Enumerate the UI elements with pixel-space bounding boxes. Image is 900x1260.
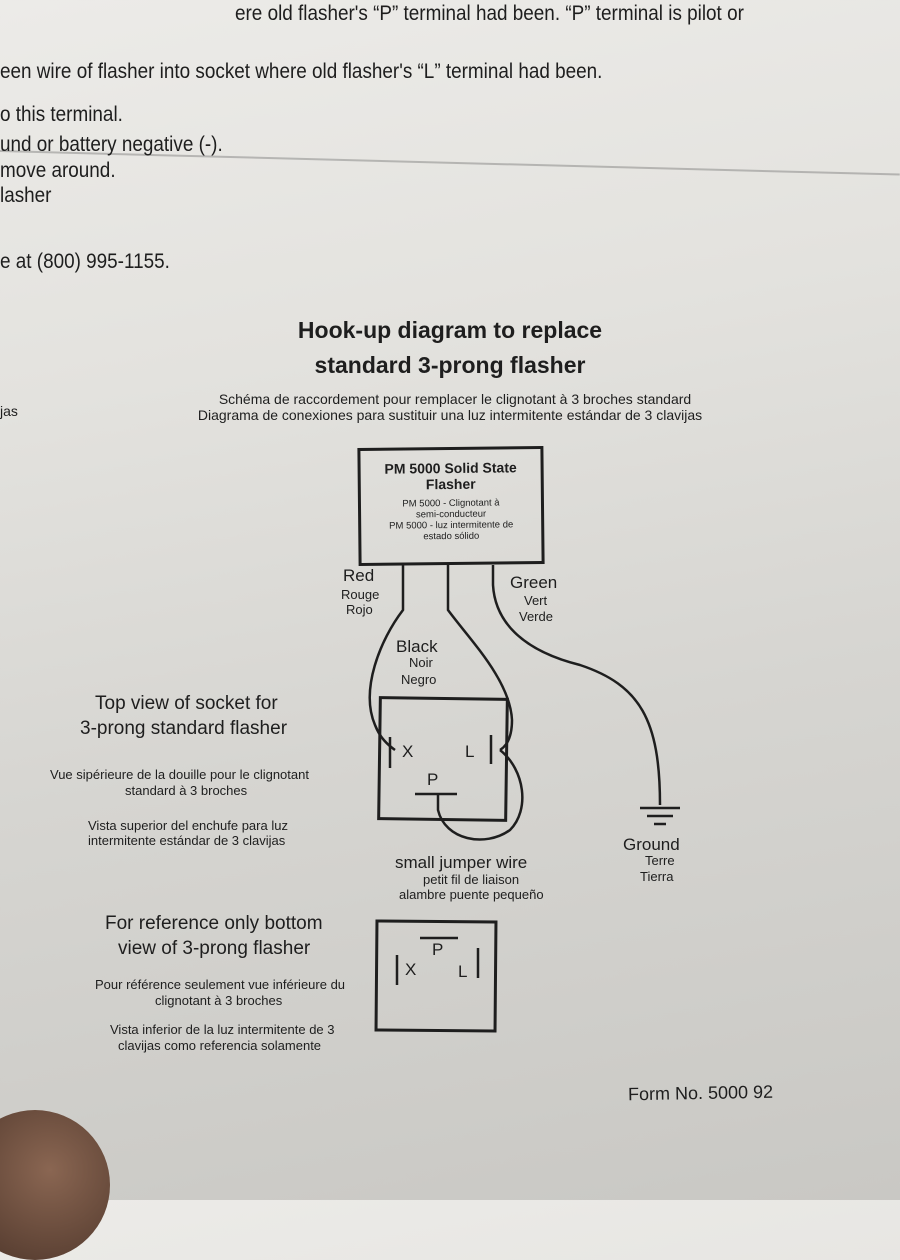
- flasher-es: estado sólido: [423, 530, 480, 543]
- flasher-title: PM 5000 Solid State: [384, 459, 517, 477]
- red-label-fr: Rouge: [341, 587, 380, 602]
- ref-terminal-x: X: [405, 960, 417, 979]
- socket-top-view: [377, 696, 509, 822]
- reference-caption-es: clavijas como referencia solamente: [118, 1038, 322, 1053]
- black-label-es: Negro: [401, 672, 437, 687]
- wiring-diagram: [368, 565, 680, 985]
- instruction-line: e at (800) 995-1155.: [0, 250, 170, 273]
- terminal-x: X: [402, 742, 414, 761]
- red-label: Red: [343, 566, 375, 585]
- terminal-l: L: [465, 742, 475, 761]
- ground-symbol: [640, 806, 680, 826]
- ref-terminal-p: P: [432, 940, 444, 959]
- left-fragment: jas: [0, 403, 18, 419]
- reference-caption-fr: Pour référence seulement vue inférieure …: [95, 977, 346, 992]
- instruction-line: ere old flasher's “P” terminal had been.…: [235, 2, 744, 25]
- diagram-subtitle-fr: Schéma de raccordement pour remplacer le…: [218, 391, 692, 407]
- socket-caption-en: Top view of socket for: [95, 693, 278, 714]
- instruction-line: lasher: [0, 184, 52, 207]
- black-label-fr: Noir: [409, 655, 433, 670]
- green-wire: [491, 565, 662, 806]
- green-label-fr: Vert: [524, 593, 548, 608]
- instruction-line: und or battery negative (-).: [0, 133, 223, 156]
- green-label: Green: [510, 573, 558, 592]
- socket-caption-es: intermitente estándar de 3 clavijas: [88, 833, 286, 848]
- diagram-subtitle-es: Diagrama de conexiones para sustituir un…: [197, 407, 703, 423]
- flasher-title: Flasher: [425, 475, 476, 493]
- black-wire: [446, 565, 514, 752]
- red-wire: [368, 565, 405, 752]
- red-label-es: Rojo: [346, 602, 373, 617]
- jumper-label-fr: petit fil de liaison: [423, 872, 520, 887]
- instruction-line: o this terminal.: [0, 103, 123, 126]
- reference-caption-fr: clignotant à 3 broches: [155, 993, 283, 1008]
- flasher-box: PM 5000 Solid State Flasher PM 5000 - Cl…: [357, 446, 545, 566]
- socket-caption-fr: Vue sipérieure de la douille pour le cli…: [50, 767, 309, 782]
- socket-caption-en: 3-prong standard flasher: [80, 718, 288, 739]
- instruction-line: move around.: [0, 159, 116, 182]
- reference-caption-en: For reference only bottom: [105, 913, 323, 934]
- jumper-label: small jumper wire: [395, 853, 528, 872]
- flasher-bottom-view: [374, 919, 498, 1033]
- ground-label: Ground: [623, 835, 680, 854]
- jumper-label-es: alambre puente pequeño: [399, 887, 544, 902]
- black-label: Black: [396, 637, 438, 656]
- ground-label-fr: Terre: [645, 853, 675, 868]
- instruction-line: een wire of flasher into socket where ol…: [0, 60, 603, 83]
- reference-caption-en: view of 3-prong flasher: [118, 938, 311, 959]
- ground-label-es: Tierra: [640, 869, 674, 884]
- jumper-wire: [436, 749, 524, 841]
- ref-terminal-l: L: [458, 962, 468, 981]
- green-label-es: Verde: [519, 609, 553, 624]
- form-number: Form No. 5000 92: [627, 1081, 774, 1105]
- terminal-p: P: [427, 770, 439, 789]
- diagram-title: standard 3-prong flasher: [314, 352, 586, 378]
- socket-caption-fr: standard à 3 broches: [125, 783, 248, 798]
- diagram-title: Hook-up diagram to replace: [297, 317, 603, 343]
- reference-caption-es: Vista inferior de la luz intermitente de…: [110, 1022, 335, 1037]
- socket-caption-es: Vista superior del enchufe para luz: [88, 818, 288, 833]
